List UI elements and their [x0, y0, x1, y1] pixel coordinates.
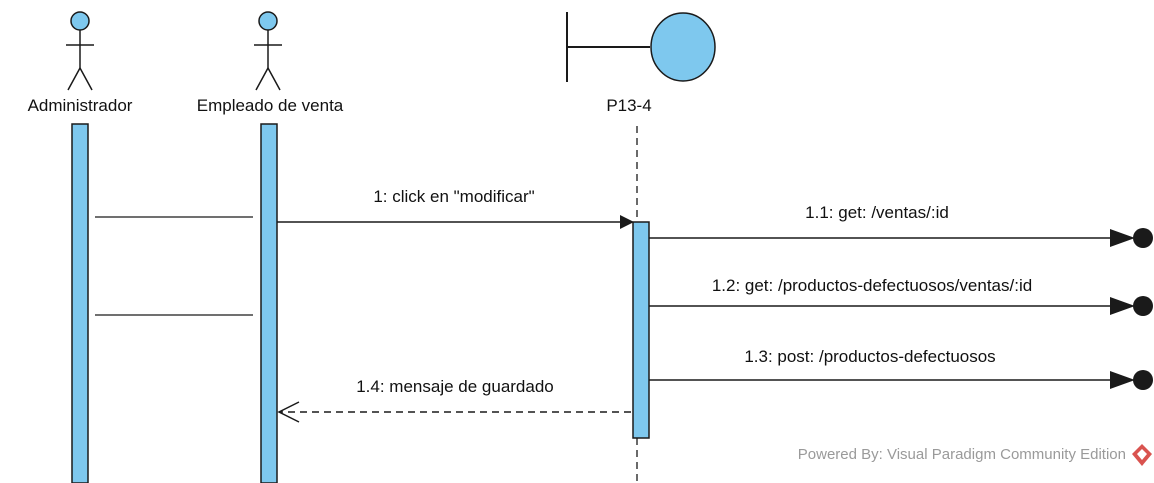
activation-bar [260, 123, 278, 483]
arrow-head-icon [1110, 229, 1135, 247]
open-arrow-head-icon [277, 401, 300, 423]
participant-empleado-de-venta[interactable]: Empleado de venta [197, 11, 344, 483]
lost-endpoint-icon [1133, 296, 1153, 316]
actor-icon [254, 11, 282, 91]
participant-label: Administrador [28, 96, 133, 115]
participant-label: P13-4 [606, 96, 651, 115]
boundary-icon [566, 12, 716, 82]
watermark: Powered By: Visual Paradigm Community Ed… [798, 444, 1152, 466]
message-label: 1.2: get: /productos-defectuosos/ventas/… [712, 276, 1032, 295]
arrow-head-icon [1110, 371, 1135, 389]
visual-paradigm-logo-icon [1132, 444, 1152, 466]
actor-icon [66, 11, 94, 91]
message-1-1[interactable]: 1.1: get: /ventas/:id [649, 203, 1153, 248]
message-1-3[interactable]: 1.3: post: /productos-defectuosos [649, 347, 1153, 390]
activation-bar [71, 123, 89, 483]
message-label: 1: click en "modificar" [373, 187, 534, 206]
lost-endpoint-icon [1133, 228, 1153, 248]
participant-label: Empleado de venta [197, 96, 344, 115]
message-1-4[interactable]: 1.4: mensaje de guardado [277, 377, 631, 423]
message-label: 1.3: post: /productos-defectuosos [744, 347, 995, 366]
participant-administrador[interactable]: Administrador [28, 11, 133, 483]
watermark-text: Powered By: Visual Paradigm Community Ed… [798, 446, 1126, 463]
participant-p13-4[interactable]: P13-4 [566, 12, 716, 483]
message-1[interactable]: 1: click en "modificar" [277, 187, 634, 229]
activation-bar [632, 221, 650, 439]
message-label: 1.4: mensaje de guardado [356, 377, 554, 396]
message-label: 1.1: get: /ventas/:id [805, 203, 949, 222]
lost-endpoint-icon [1133, 370, 1153, 390]
message-1-2[interactable]: 1.2: get: /productos-defectuosos/ventas/… [649, 276, 1153, 316]
arrow-head-icon [1110, 297, 1135, 315]
